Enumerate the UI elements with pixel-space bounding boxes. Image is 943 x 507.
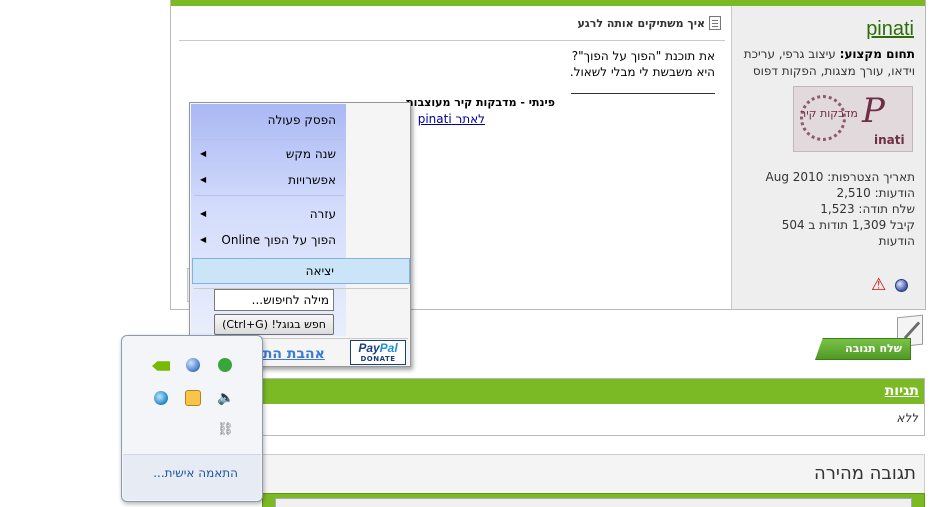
submenu-arrow-icon: ◀ bbox=[200, 149, 207, 158]
menu-item-exit[interactable]: יציאה bbox=[192, 258, 410, 284]
menu-item-options[interactable]: אפשרויות ◀ bbox=[192, 167, 346, 193]
post-top-bar bbox=[171, 0, 925, 6]
tags-value: ללא bbox=[896, 411, 918, 425]
avatar-caption: מדבקות קיר bbox=[800, 107, 858, 120]
status-icons: ⚠ bbox=[871, 276, 911, 294]
stat-thanks-sent: שלח תודה: 1,523 bbox=[820, 202, 915, 216]
calendar-icon[interactable] bbox=[185, 390, 201, 406]
globe-icon[interactable] bbox=[186, 358, 200, 372]
menu-separator bbox=[194, 195, 344, 196]
avatar[interactable]: מדבקות קיר P inati bbox=[793, 86, 913, 152]
disk-icon[interactable] bbox=[154, 391, 168, 405]
occupation-label: תחום מקצוע: bbox=[839, 47, 915, 61]
post-title: איך משתיקים אותה לרגע bbox=[577, 16, 721, 30]
speaker-icon[interactable]: 🔈 bbox=[217, 390, 235, 406]
menu-item-stop-action[interactable]: הפסק פעולה bbox=[267, 113, 336, 127]
submenu-arrow-icon: ◀ bbox=[200, 209, 207, 218]
avatar-logo-word: inati bbox=[874, 133, 905, 147]
paypal-donate-button[interactable]: PayPal DONATE bbox=[350, 340, 406, 365]
post-body-line1: את תוכנת "הפוך על הפוך"? bbox=[571, 49, 715, 63]
menu-item-change-key[interactable]: שנה מקש ◀ bbox=[192, 141, 346, 167]
username-link[interactable]: pinati bbox=[866, 18, 914, 40]
quick-reply-toolbar bbox=[262, 493, 925, 507]
user-stats: תאריך הצטרפות: Aug 2010 הודעות: 2,510 של… bbox=[735, 169, 915, 249]
tags-title-link[interactable]: תגיות bbox=[884, 383, 919, 399]
paypal-donate-label: DONATE bbox=[360, 355, 396, 363]
tray-popup-footer bbox=[123, 454, 261, 500]
post-body-line2: היא משבשת לי מבלי לשאול. bbox=[569, 65, 715, 79]
network-icon[interactable]: ⛓ bbox=[217, 422, 234, 437]
signature-divider bbox=[571, 93, 715, 94]
title-divider bbox=[179, 40, 725, 41]
online-status-icon bbox=[895, 279, 908, 292]
document-icon bbox=[709, 16, 721, 30]
send-reply-button[interactable]: שלח תגובה bbox=[815, 338, 911, 360]
menu-item-online[interactable]: הפוך על הפוך Online ◀ bbox=[192, 227, 346, 253]
tags-section: תגיות ללא bbox=[262, 378, 925, 436]
stat-posts: הודעות: 2,510 bbox=[836, 186, 915, 200]
quick-reply-editor[interactable] bbox=[275, 498, 912, 507]
menu-separator bbox=[194, 139, 344, 140]
submenu-arrow-icon: ◀ bbox=[200, 235, 207, 244]
update-check-icon[interactable] bbox=[218, 358, 232, 372]
menu-separator bbox=[194, 338, 408, 339]
menu-separator bbox=[194, 288, 408, 289]
signature-link[interactable]: לאתר pinati bbox=[417, 112, 485, 126]
quick-reply-title: תגובה מהירה bbox=[814, 463, 916, 484]
context-menu: הפסק פעולה שנה מקש ◀ אפשרויות ◀ עזרה ◀ ה… bbox=[189, 102, 411, 367]
avatar-logo-letter: P bbox=[862, 91, 885, 131]
submenu-arrow-icon: ◀ bbox=[200, 175, 207, 184]
search-input[interactable]: מילה לחיפוש... bbox=[214, 289, 334, 311]
quick-reply-section: תגובה מהירה bbox=[262, 454, 925, 507]
nvidia-icon[interactable] bbox=[152, 361, 170, 371]
post-body: את תוכנת "הפוך על הפוך"? היא משבשת לי מב… bbox=[295, 48, 715, 80]
stat-thanks-received: קיבל 1,309 תודות ב 504 bbox=[781, 218, 915, 232]
flower-icon bbox=[800, 95, 846, 141]
report-warning-icon[interactable]: ⚠ bbox=[871, 275, 887, 295]
user-profile-panel: pinati תחום מקצוע: עיצוב גרפי, עריכת ויד… bbox=[731, 6, 925, 309]
customize-link[interactable]: התאמה אישית... bbox=[153, 466, 238, 480]
occupation-value: עיצוב גרפי, עריכת וידאו, עורך מצגות, הפק… bbox=[743, 47, 915, 78]
tags-header: תגיות bbox=[263, 379, 924, 404]
tray-overflow-popup: 🔈 ⛓ התאמה אישית... bbox=[121, 335, 263, 502]
stat-thanks-received-cont: הודעות bbox=[878, 234, 915, 248]
occupation: תחום מקצוע: עיצוב גרפי, עריכת וידאו, עור… bbox=[737, 46, 915, 80]
stat-join-date: תאריך הצטרפות: Aug 2010 bbox=[765, 170, 915, 184]
signature-text: פינתי - מדבקות קיר מעוצבות bbox=[406, 96, 555, 109]
paypal-logo-icon: PayPal bbox=[358, 341, 398, 355]
post-content: איך משתיקים אותה לרגע את תוכנת "הפוך על … bbox=[179, 6, 725, 306]
menu-item-help[interactable]: עזרה ◀ bbox=[192, 201, 346, 227]
google-search-button[interactable]: חפש בגוגל! (Ctrl+G) bbox=[214, 314, 334, 335]
